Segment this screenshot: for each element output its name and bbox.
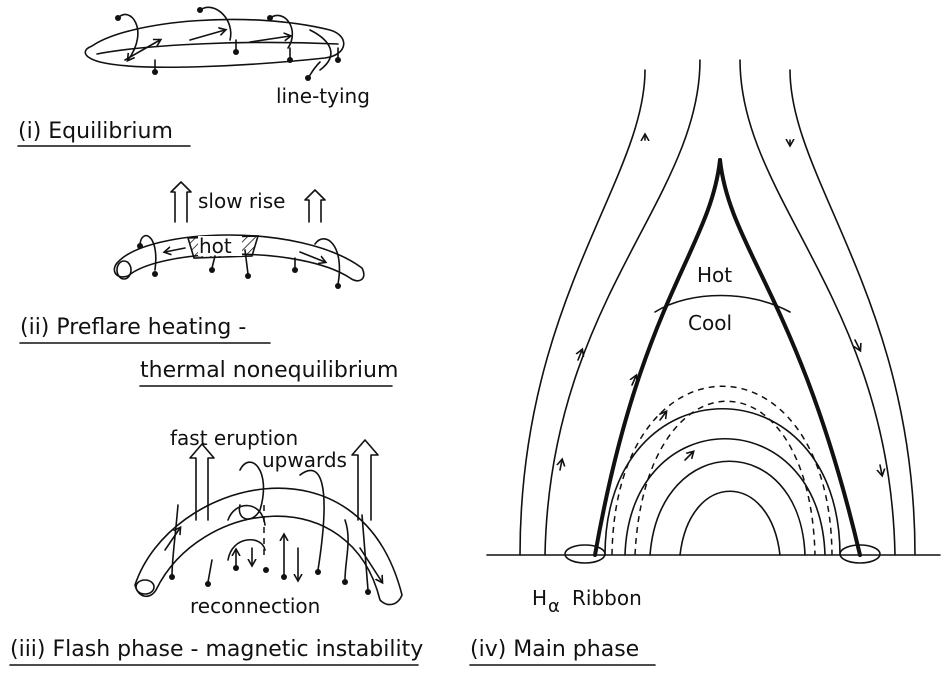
caption-main-phase: (iv) Main phase — [470, 637, 639, 662]
flux-tube-erupting — [134, 487, 403, 606]
hot-label: hot — [199, 234, 232, 258]
panel-preflare: slow rise hot (ii) Preflare heating - th… — [19, 181, 398, 387]
ribbon-label-alpha: α — [548, 596, 560, 617]
line-tying-label: line-tying — [276, 84, 370, 108]
caption-equilibrium: (i) Equilibrium — [18, 119, 173, 144]
eruption-label-1: fast eruption — [170, 426, 298, 450]
ribbon-label-h: H — [532, 586, 547, 610]
caption-flash-phase: (iii) Flash phase - magnetic instability — [10, 637, 423, 662]
hot-label-main: Hot — [697, 263, 732, 287]
panel-flash-phase: fast eruption upwards reconnection (iii)… — [9, 426, 423, 666]
flux-tube-preflare — [113, 234, 365, 282]
separatrix-right — [718, 158, 862, 557]
ribbon-left — [564, 544, 606, 564]
reconnection-label: reconnection — [190, 594, 320, 618]
separatrix-left — [593, 158, 722, 557]
caption-preflare-line1: (ii) Preflare heating - — [20, 315, 246, 340]
eruption-label-2: upwards — [262, 448, 347, 472]
panel-main-phase: Hot Cool H α Ribbon (iv) Main phase — [469, 59, 941, 666]
slow-rise-label: slow rise — [198, 189, 285, 213]
caption-preflare-line2: thermal nonequilibrium — [140, 358, 398, 383]
ribbon-right — [839, 544, 881, 564]
cool-label-main: Cool — [688, 311, 732, 335]
flux-tube-equilibrium — [84, 18, 345, 69]
ribbon-label-text: Ribbon — [572, 586, 642, 610]
panel-equilibrium: line-tying (i) Equilibrium — [17, 6, 370, 147]
